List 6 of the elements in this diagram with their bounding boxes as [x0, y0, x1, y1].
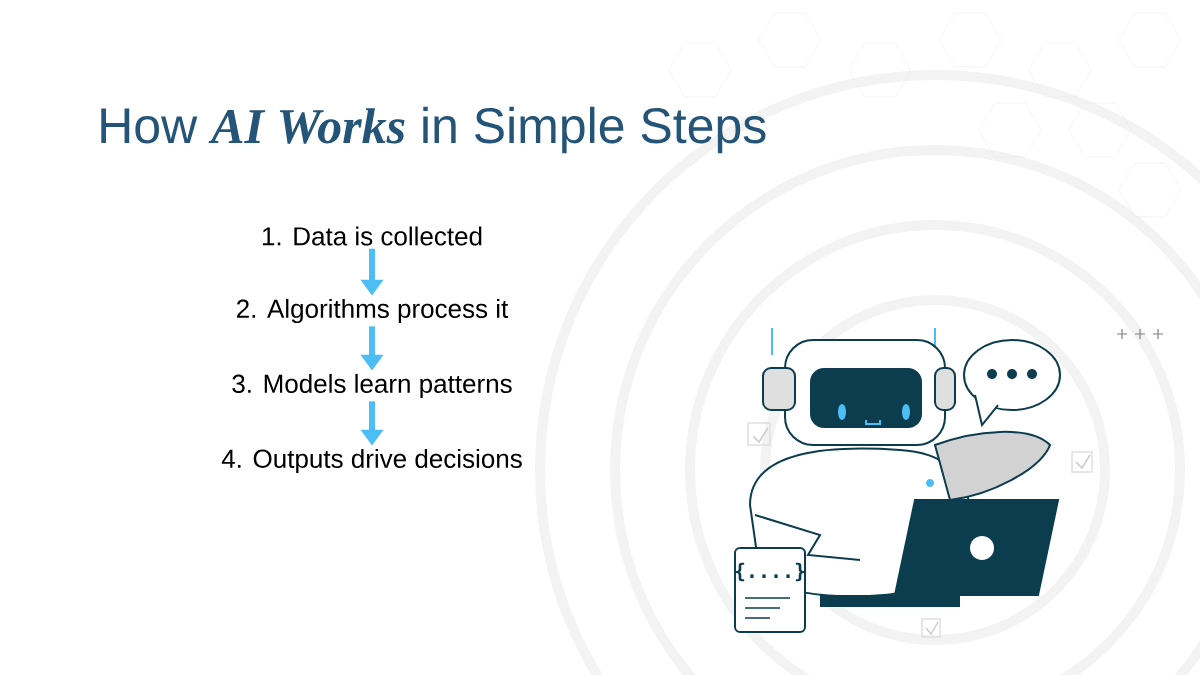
code-braces-text: {....} [735, 562, 805, 582]
step-text: 2. Algorithms process it [237, 298, 509, 324]
step-text: 4. Outputs drive decisions [221, 448, 522, 474]
title: How AI Works in Simple Steps [101, 106, 766, 154]
step-text: 3. Models learn patterns [232, 373, 512, 399]
step-text: 1. Data is collected [262, 226, 482, 246]
